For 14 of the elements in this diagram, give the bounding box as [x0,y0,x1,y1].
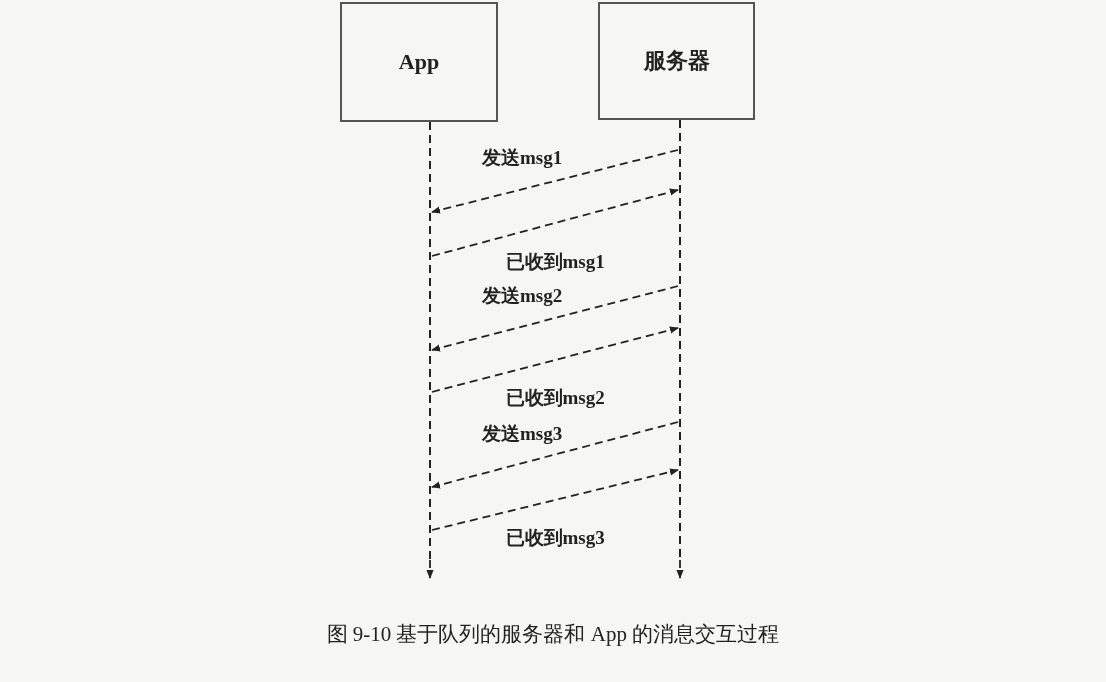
lifeline-arrow [426,559,434,579]
lifeline-arrow [676,559,684,579]
message-arrow [431,149,679,214]
message-label: 发送msg3 [480,423,565,445]
message-arrow [431,468,679,531]
message-arrow [431,285,679,352]
message-arrow [431,326,679,393]
participant-box: App [340,2,498,122]
message-arrow [431,188,679,257]
message-label: 发送msg1 [480,147,565,169]
message-label: 发送msg2 [480,285,565,307]
message-arrow [431,421,679,489]
participant-box: 服务器 [598,2,755,120]
figure-caption: 图 9-10 基于队列的服务器和 App 的消息交互过程 [326,621,780,648]
